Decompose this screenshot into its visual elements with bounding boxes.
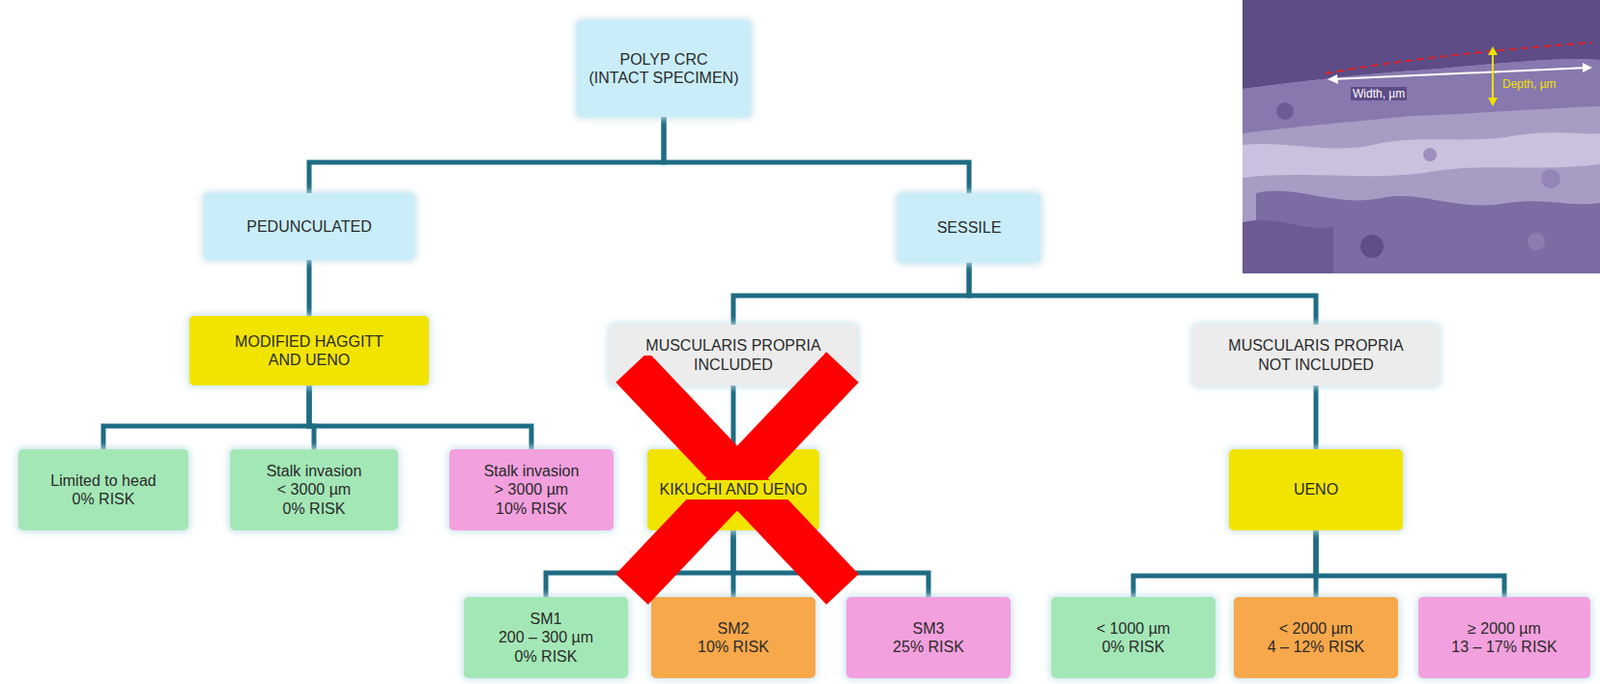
tree-connector bbox=[731, 385, 737, 450]
box-text: (INTACT SPECIMEN) bbox=[586, 68, 743, 87]
measure-label: Depth, µm bbox=[1500, 77, 1559, 91]
box-heading: ≥ 2000 µm bbox=[1464, 619, 1544, 638]
box-heading: < 1000 µm bbox=[1093, 619, 1173, 638]
risk-box: SM325% RISK bbox=[846, 597, 1011, 679]
risk-box: SM1200 – 300 µm0% RISK bbox=[463, 597, 629, 679]
tree-connector bbox=[1315, 530, 1505, 598]
condition-box: MUSCULARIS PROPRIANOT INCLUDED bbox=[1193, 324, 1439, 386]
box-heading: POLYP CRC bbox=[617, 50, 712, 69]
box-text: 0% RISK bbox=[69, 489, 139, 509]
box-heading: SESSILE bbox=[934, 218, 1005, 237]
box-heading: MUSCULARIS PROPRIA bbox=[642, 336, 824, 355]
box-heading: Limited to head bbox=[47, 471, 159, 490]
box-text: 25% RISK bbox=[889, 637, 968, 657]
box-heading: < 2000 µm bbox=[1276, 619, 1356, 638]
tree-connector bbox=[1314, 385, 1319, 450]
box-heading: MUSCULARIS PROPRIA bbox=[1225, 336, 1406, 355]
box-text: 0% RISK bbox=[512, 647, 581, 666]
risk-box: ≥ 2000 µm13 – 17% RISK bbox=[1418, 597, 1591, 679]
box-heading: SM1 bbox=[527, 609, 566, 629]
box-heading: Stalk invasion bbox=[263, 461, 366, 481]
box-text: 0% RISK bbox=[1099, 637, 1169, 657]
box-heading: SM2 bbox=[714, 619, 753, 638]
tree-connector bbox=[307, 259, 313, 316]
classification-box: MODIFIED HAGGITTAND UENO bbox=[189, 315, 429, 386]
risk-box: SM210% RISK bbox=[651, 597, 816, 679]
box-text: < 3000 µm bbox=[274, 480, 354, 499]
box-heading: MODIFIED HAGGITT bbox=[231, 332, 387, 351]
box-text: 10% RISK bbox=[492, 499, 571, 518]
risk-box: < 1000 µm0% RISK bbox=[1051, 597, 1216, 679]
box-heading: SM3 bbox=[910, 619, 948, 638]
risk-box: Stalk invasion< 3000 µm0% RISK bbox=[229, 449, 399, 531]
box-heading: Stalk invasion bbox=[481, 461, 583, 481]
box-heading: KIKUCHI AND UENO bbox=[657, 480, 811, 499]
risk-box: Stalk invasion> 3000 µm10% RISK bbox=[449, 449, 614, 531]
measure-label: Width, µm bbox=[1350, 86, 1407, 101]
risk-box: Limited to head0% RISK bbox=[18, 449, 189, 531]
category-box: SESSILE bbox=[897, 193, 1041, 263]
tree-connector bbox=[103, 385, 310, 450]
box-text: AND UENO bbox=[265, 350, 353, 370]
root-box: POLYP CRC(INTACT SPECIMEN) bbox=[576, 20, 751, 117]
tree-connector bbox=[309, 116, 664, 194]
box-text: 13 – 17% RISK bbox=[1448, 637, 1560, 657]
box-text: 200 – 300 µm bbox=[495, 628, 597, 647]
tree-connector bbox=[1133, 530, 1316, 598]
tree-connector bbox=[309, 385, 532, 450]
box-text: 4 – 12% RISK bbox=[1264, 637, 1369, 657]
classification-box: UENO bbox=[1228, 449, 1403, 531]
box-text: > 3000 µm bbox=[491, 480, 572, 499]
tree-connector bbox=[663, 116, 970, 194]
box-text: NOT INCLUDED bbox=[1255, 355, 1377, 374]
box-heading: PEDUNCULATED bbox=[243, 217, 375, 236]
tree-connector bbox=[733, 262, 970, 325]
box-text: 0% RISK bbox=[280, 499, 349, 518]
box-text: 10% RISK bbox=[694, 637, 772, 657]
box-text: INCLUDED bbox=[690, 355, 776, 374]
box-heading: UENO bbox=[1290, 480, 1342, 499]
category-box: PEDUNCULATED bbox=[203, 193, 415, 260]
risk-box: < 2000 µm4 – 12% RISK bbox=[1233, 597, 1399, 679]
